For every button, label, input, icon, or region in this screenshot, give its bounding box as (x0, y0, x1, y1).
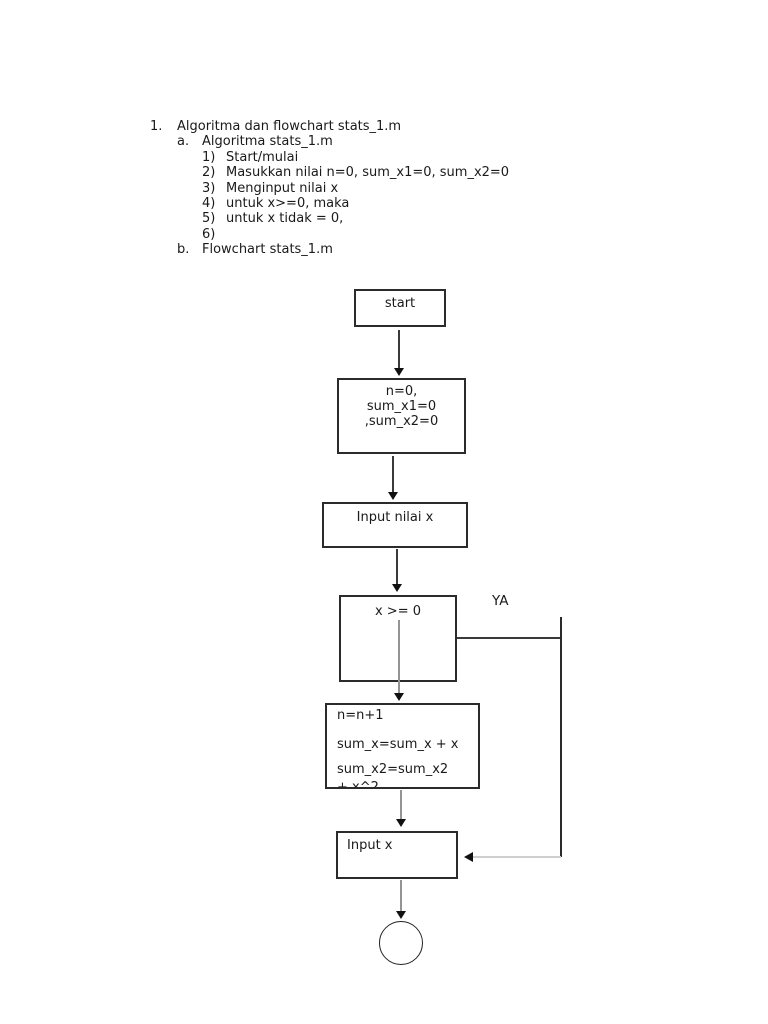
flow-node-label: sum_x1=0 (366, 399, 437, 414)
arrowhead-down-icon (394, 693, 404, 701)
flow-node-label: sum_x2=sum_x2 (337, 762, 449, 777)
connector-inputx-terminal (400, 880, 402, 911)
outline-marker: a. (177, 134, 190, 150)
outline-item: 4) untuk x>=0, maka (150, 196, 630, 211)
outline-item: 1) Start/mulai (150, 150, 630, 165)
outline-marker: 6) (202, 226, 216, 242)
outline-marker: 2) (202, 165, 216, 181)
connector-decision-process (398, 620, 400, 693)
algorithm-outline: 1. Algoritma dan flowchart stats_1.m a. … (150, 119, 630, 258)
outline-item: 1. Algoritma dan flowchart stats_1.m (150, 119, 630, 134)
flow-node-label: n=n+1 (337, 708, 384, 723)
outline-marker: 1) (202, 149, 216, 165)
outline-text: Algoritma stats_1.m (202, 134, 333, 150)
branch-label-ya: YA (492, 593, 509, 609)
flow-node-label: ,sum_x2=0 (364, 414, 439, 429)
branch-line-right (457, 637, 562, 639)
arrowhead-down-icon (394, 368, 404, 376)
flow-terminal-circle (379, 921, 423, 965)
connector-process-inputx (400, 790, 402, 819)
branch-line-return (472, 856, 561, 858)
outline-marker: 5) (202, 211, 216, 227)
outline-item: 2) Masukkan nilai n=0, sum_x1=0, sum_x2=… (150, 165, 630, 180)
arrowhead-down-icon (392, 584, 402, 592)
flow-node-label: + x^2 (337, 780, 379, 789)
outline-item: 3) Menginput nilai x (150, 181, 630, 196)
flow-node-input-x: Input x (336, 831, 458, 879)
outline-text: untuk x>=0, maka (226, 196, 350, 212)
outline-text: Start/mulai (226, 149, 299, 165)
flow-node-start: start (354, 289, 446, 327)
connector-start-init (398, 330, 400, 368)
outline-text: untuk x tidak = 0, (226, 211, 344, 227)
flow-node-process: n=n+1 sum_x=sum_x + x sum_x2=sum_x2 + x^… (325, 703, 480, 789)
outline-marker: 3) (202, 180, 216, 196)
outline-marker: b. (177, 242, 190, 258)
flow-node-init: n=0, sum_x1=0 ,sum_x2=0 (337, 378, 466, 454)
arrowhead-down-icon (396, 819, 406, 827)
branch-line-down (560, 617, 562, 857)
connector-input-decision (396, 549, 398, 584)
flow-node-label: Input nilai x (356, 510, 434, 525)
outline-text: Menginput nilai x (226, 180, 339, 196)
arrowhead-left-icon (464, 852, 473, 862)
outline-item: b. Flowchart stats_1.m (150, 242, 630, 257)
outline-marker: 1. (150, 119, 163, 134)
arrowhead-down-icon (396, 911, 406, 919)
flow-node-label: sum_x=sum_x + x (337, 737, 459, 752)
flow-node-input-nilai-x: Input nilai x (322, 502, 468, 548)
outline-text: Flowchart stats_1.m (202, 242, 333, 258)
flow-node-label: Input x (347, 838, 393, 853)
connector-init-input (392, 456, 394, 492)
outline-text: Masukkan nilai n=0, sum_x1=0, sum_x2=0 (226, 165, 510, 181)
flow-node-label: x >= 0 (374, 604, 421, 619)
outline-text: Algoritma dan flowchart stats_1.m (177, 119, 402, 134)
flow-node-label: n=0, (385, 384, 418, 399)
arrowhead-down-icon (388, 492, 398, 500)
outline-item: a. Algoritma stats_1.m (150, 134, 630, 149)
outline-item: 5) untuk x tidak = 0, (150, 211, 630, 226)
flow-node-label: start (384, 296, 416, 311)
outline-item: 6) (150, 227, 630, 242)
outline-marker: 4) (202, 196, 216, 212)
